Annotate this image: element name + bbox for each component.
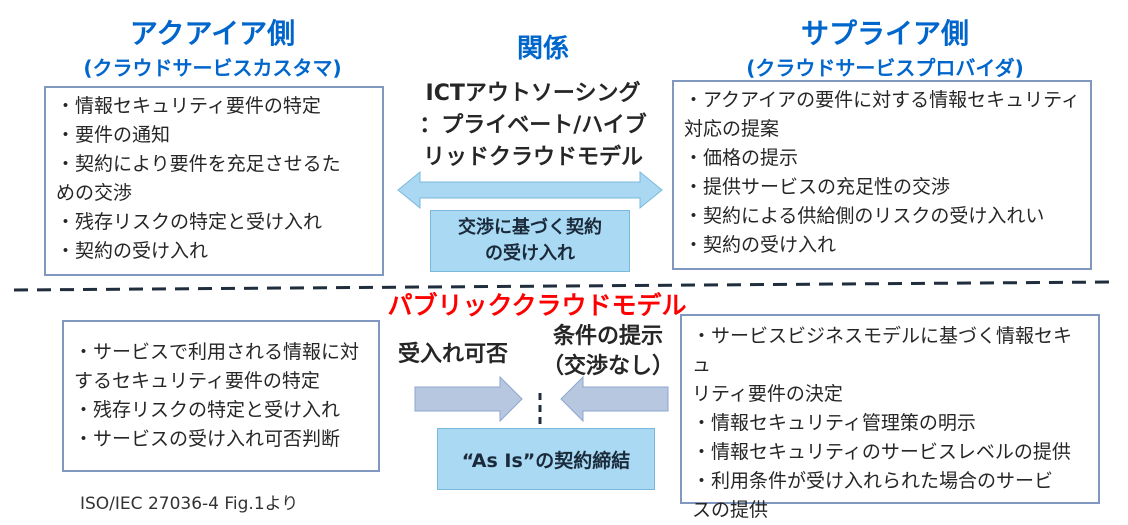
customer-item: ・サービスの受け入れ可否判断 bbox=[74, 428, 341, 450]
contract-line: 交渉に基づく契約 bbox=[458, 217, 602, 238]
acquirer-subtitle: (クラウドサービスカスタマ) bbox=[83, 56, 342, 80]
terms-line: （交渉なし） bbox=[541, 354, 674, 379]
double-arrow bbox=[397, 170, 663, 210]
relation-title: 関係 bbox=[516, 34, 569, 64]
acquirer-title: アクアイア側 bbox=[129, 17, 296, 50]
acquirer-box: ・情報セキュリティ要件の特定 ・要件の通知 ・契約により要件を充足させるた めの… bbox=[44, 86, 384, 276]
provider-box: ・サービスビジネスモデルに基づく情報セキュ リティ要件の決定 ・情報セキュリティ… bbox=[680, 314, 1100, 521]
supplier-item: ・価格の提示 bbox=[684, 147, 799, 169]
supplier-subtitle: (クラウドサービスプロバイダ) bbox=[746, 56, 1024, 80]
contract-line: の受け入れ bbox=[485, 243, 575, 264]
relation-line: ：プライベート/ハイブ bbox=[419, 113, 647, 138]
terms-line: 条件の提示 bbox=[552, 324, 663, 349]
customer-item: ・残存リスクの特定と受け入れ bbox=[74, 399, 341, 421]
customer-item: ・サービスで利用される情報に対 bbox=[74, 341, 360, 363]
source-citation: ISO/IEC 27036-4 Fig.1より bbox=[80, 494, 299, 514]
acquirer-item: ・契約の受け入れ bbox=[56, 240, 209, 262]
accept-label: 受入れ可否 bbox=[398, 342, 509, 367]
relation-line: ICTアウトソーシング bbox=[425, 81, 641, 106]
terms-label: 条件の提示 （交渉なし） bbox=[538, 322, 678, 382]
negotiated-contract-box: 交渉に基づく契約 の受け入れ bbox=[430, 210, 630, 272]
supplier-item: 対応の提案 bbox=[684, 118, 780, 140]
acquirer-item: ・残存リスクの特定と受け入れ bbox=[56, 211, 323, 233]
relation-description: ICTアウトソーシング ：プライベート/ハイブ リッドクラウドモデル bbox=[398, 78, 668, 174]
acquirer-item: ・要件の通知 bbox=[56, 124, 171, 146]
as-is-contract-label: “As Is”の契約締結 bbox=[461, 449, 631, 472]
customer-item: するセキュリティ要件の特定 bbox=[74, 370, 320, 392]
right-arrow bbox=[414, 375, 523, 423]
provider-item: ・情報セキュリティ管理策の明示 bbox=[692, 412, 976, 434]
acquirer-item: ・契約により要件を充足させるた bbox=[56, 153, 341, 175]
provider-item: リティ要件の決定 bbox=[692, 383, 843, 405]
public-cloud-title: パブリッククラウドモデル bbox=[387, 291, 687, 320]
as-is-contract-box: “As Is”の契約締結 bbox=[437, 428, 655, 490]
supplier-title: サプライア側 bbox=[800, 17, 969, 50]
customer-box: ・サービスで利用される情報に対 するセキュリティ要件の特定 ・残存リスクの特定と… bbox=[62, 320, 380, 472]
supplier-box: ・アクアイアの要件に対する情報セキュリティ 対応の提案 ・価格の提示 ・提供サー… bbox=[672, 80, 1092, 270]
supplier-item: ・契約による供給側のリスクの受け入れい bbox=[684, 205, 1045, 227]
acquirer-item: ・情報セキュリティ要件の特定 bbox=[56, 95, 321, 117]
provider-item: スの提供 bbox=[692, 499, 769, 521]
supplier-item: ・アクアイアの要件に対する情報セキュリティ bbox=[684, 89, 1080, 111]
acquirer-item: めの交渉 bbox=[56, 182, 133, 204]
provider-item: ・サービスビジネスモデルに基づく情報セキュ bbox=[692, 325, 1073, 376]
supplier-item: ・提供サービスの充足性の交渉 bbox=[684, 176, 951, 198]
supplier-item: ・契約の受け入れ bbox=[684, 234, 837, 256]
provider-item: ・利用条件が受け入れられた場合のサービ bbox=[692, 470, 1054, 492]
provider-item: ・情報セキュリティのサービスレベルの提供 bbox=[692, 441, 1071, 463]
left-arrow bbox=[560, 375, 669, 423]
relation-line: リッドクラウドモデル bbox=[422, 145, 643, 170]
